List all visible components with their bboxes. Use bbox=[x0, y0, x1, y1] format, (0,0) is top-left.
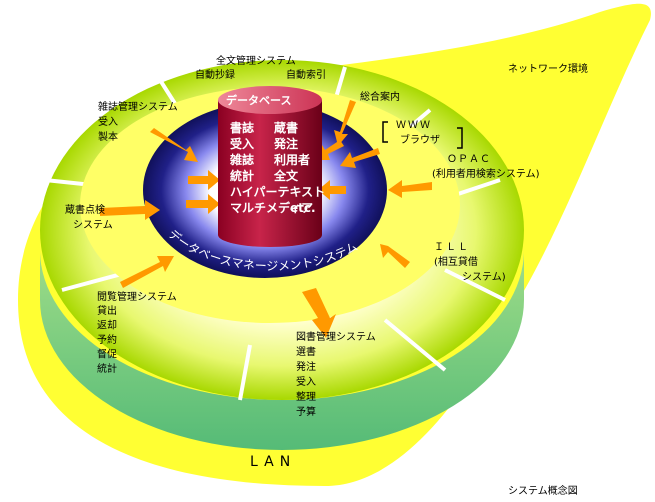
fulltext-title: 全文管理システム bbox=[216, 54, 296, 67]
ill-subtitle-2: システム) bbox=[462, 271, 506, 283]
circulation-item: 予約 bbox=[97, 333, 117, 346]
database-title: データベース bbox=[226, 93, 291, 107]
db-field: マルチメディア bbox=[230, 200, 313, 215]
circulation-item: 統計 bbox=[97, 362, 117, 375]
books-item: 選書 bbox=[296, 345, 316, 358]
books-item: 受入 bbox=[296, 376, 316, 388]
guide-label: 総合案内 bbox=[360, 90, 400, 103]
circulation-item: 貸出 bbox=[97, 304, 117, 317]
inventory-title: 蔵書点検 bbox=[65, 203, 105, 216]
arrow-guide bbox=[334, 100, 356, 146]
arrow-db-l1 bbox=[188, 170, 220, 190]
db-field: ハイパーテキスト bbox=[230, 185, 325, 199]
circulation-item: 返却 bbox=[97, 320, 117, 332]
books-item: 整理 bbox=[296, 390, 316, 403]
db-field: 発注 bbox=[273, 136, 298, 151]
books-item: 発注 bbox=[296, 360, 316, 373]
circulation-title: 閲覧管理システム bbox=[97, 290, 177, 303]
db-field: etc. bbox=[290, 201, 316, 215]
ring-side bbox=[40, 250, 524, 450]
inventory-segment: 蔵書点検 システム bbox=[65, 203, 113, 231]
arrow-db-r1 bbox=[318, 180, 346, 200]
www-label: ＷＷＷ bbox=[396, 120, 432, 131]
arrow-books bbox=[302, 288, 336, 338]
db-field: 蔵書 bbox=[274, 120, 298, 135]
ill-subtitle: (相互貸借 bbox=[434, 255, 478, 268]
arrow-circulation bbox=[120, 256, 174, 288]
opac-segment: ＯＰＡＣ (利用者用検索システム) bbox=[432, 154, 540, 180]
db-field: 受入 bbox=[230, 136, 254, 151]
opac-subtitle: (利用者用検索システム) bbox=[432, 167, 540, 180]
arrow-db-r2 bbox=[316, 140, 344, 160]
arrow-ill bbox=[380, 244, 410, 268]
db-field: 統計 bbox=[230, 168, 254, 183]
fulltext-item-index: 自動索引 bbox=[286, 68, 326, 81]
ill-segment: ＩＬＬ (相互貸借 システム) bbox=[434, 242, 506, 283]
fulltext-item-abstract: 自動抄録 bbox=[195, 68, 235, 81]
fulltext-segment: 全文管理システム 自動抄録 自動索引 bbox=[195, 54, 326, 81]
books-item: 予算 bbox=[296, 405, 316, 418]
db-field: 全文 bbox=[273, 168, 299, 183]
db-field: 利用者 bbox=[274, 152, 310, 167]
arrow-db-l2 bbox=[186, 194, 220, 214]
db-field: 書誌 bbox=[230, 120, 254, 135]
ill-title: ＩＬＬ bbox=[434, 242, 470, 253]
lan-label: LAN bbox=[250, 454, 296, 470]
arrow-opac bbox=[388, 180, 432, 198]
inventory-subtitle: システム bbox=[73, 219, 113, 231]
serials-item: 受入 bbox=[98, 116, 118, 128]
circulation-item: 督促 bbox=[97, 348, 117, 361]
serials-item: 製本 bbox=[98, 130, 118, 143]
www-browser-segment: ＷＷＷ ブラウザ bbox=[382, 120, 463, 149]
browser-label: ブラウザ bbox=[400, 133, 440, 146]
serials-title: 雑誌管理システム bbox=[98, 100, 178, 113]
diagram-caption: システム概念図 bbox=[508, 484, 578, 497]
arrow-www bbox=[340, 148, 380, 168]
arrow-serials bbox=[150, 128, 198, 162]
opac-title: ＯＰＡＣ bbox=[447, 154, 491, 165]
arrow-inventory bbox=[100, 200, 160, 220]
db-field: 雑誌 bbox=[229, 152, 254, 167]
books-title: 図書管理システム bbox=[296, 330, 376, 343]
network-environment-label: ネットワーク環境 bbox=[508, 62, 588, 75]
